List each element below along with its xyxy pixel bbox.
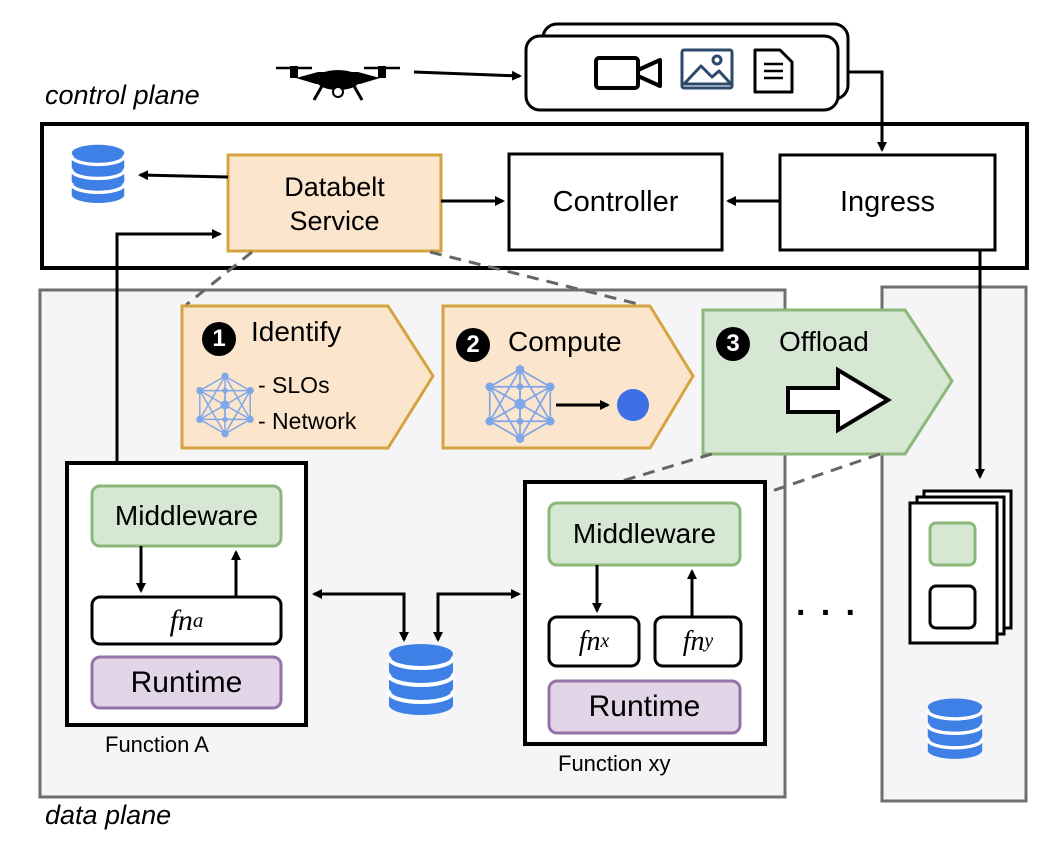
database-icon [926, 696, 984, 761]
step-3-title: Offload [779, 326, 869, 357]
function-a-middleware-label: Middleware [114, 500, 259, 531]
function-xy-caption: Function xy [558, 751, 671, 776]
function-xy-middleware-box [547, 501, 742, 567]
fn-x-base: fn [578, 625, 601, 657]
databelt-title-line1: Databelt [284, 172, 385, 202]
node-middleware-square [928, 521, 977, 567]
databelt-service-text: Databelt Service [228, 158, 441, 250]
zoom-line-offload-left [551, 452, 713, 504]
zoom-line-left [185, 250, 253, 307]
databelt-service-box [226, 153, 443, 253]
step-1-title: Identify [251, 316, 342, 347]
step-2-badge [456, 328, 490, 362]
step-identify-chevron [180, 304, 435, 450]
step-2-number: 2 [466, 331, 480, 358]
function-xy-middleware-label: Middleware [572, 518, 717, 549]
arrow-middleware-to-databelt [115, 229, 222, 478]
arrow-drone-to-media [413, 70, 522, 81]
step-offload-chevron [701, 308, 954, 456]
function-xy-runtime-label: Runtime [588, 690, 701, 723]
function-xy-fny-box [653, 615, 743, 668]
step-1-item-network: - Network [258, 408, 357, 434]
function-xy-runtime-box [547, 679, 742, 735]
ingress-box [778, 153, 997, 252]
node-function-square [928, 584, 977, 630]
zoom-line-right [429, 250, 643, 307]
function-a-middleware-box [90, 484, 283, 548]
step-1-item-slos: - SLOs [258, 372, 330, 398]
database-icon [70, 143, 126, 205]
databelt-title-line2: Service [289, 206, 380, 236]
step-1-badge [202, 322, 236, 356]
controller-label: Controller [552, 185, 679, 218]
document-icon [753, 48, 794, 94]
step-3-number: 3 [726, 330, 740, 357]
control-plane-label: control plane [45, 80, 200, 110]
fn-x-sub: x [600, 630, 610, 652]
fn-y-sub: y [704, 630, 714, 652]
fn-a-base: fn [169, 603, 193, 637]
selected-node-dot [617, 389, 649, 421]
image-icon [680, 48, 734, 90]
database-icon [387, 642, 455, 717]
step-1-number: 1 [212, 325, 226, 352]
step-2-title: Compute [508, 326, 622, 357]
video-camera-icon [594, 56, 662, 90]
ellipsis-more-nodes: · · · [796, 594, 859, 632]
fn-y-base: fn [682, 625, 705, 657]
controller-box [507, 152, 724, 252]
step-3-badge [716, 327, 750, 361]
fn-a-sub: a [192, 608, 204, 632]
function-a-caption: Function A [105, 732, 209, 757]
arrow-function-a-db [312, 589, 409, 642]
arrow-media-to-ingress [848, 70, 887, 152]
arrow-function-xy-db [433, 589, 521, 642]
function-xy-fnx-box [547, 615, 641, 668]
arrow-databelt-to-db [138, 170, 229, 181]
function-a-runtime-label: Runtime [130, 665, 243, 699]
hollow-arrow-icon [786, 366, 892, 434]
data-plane-label: data plane [45, 800, 172, 830]
function-a-runtime-box [90, 655, 283, 710]
drone-icon [276, 66, 400, 101]
function-a-fn-box [90, 595, 283, 646]
ingress-label: Ingress [839, 186, 936, 218]
